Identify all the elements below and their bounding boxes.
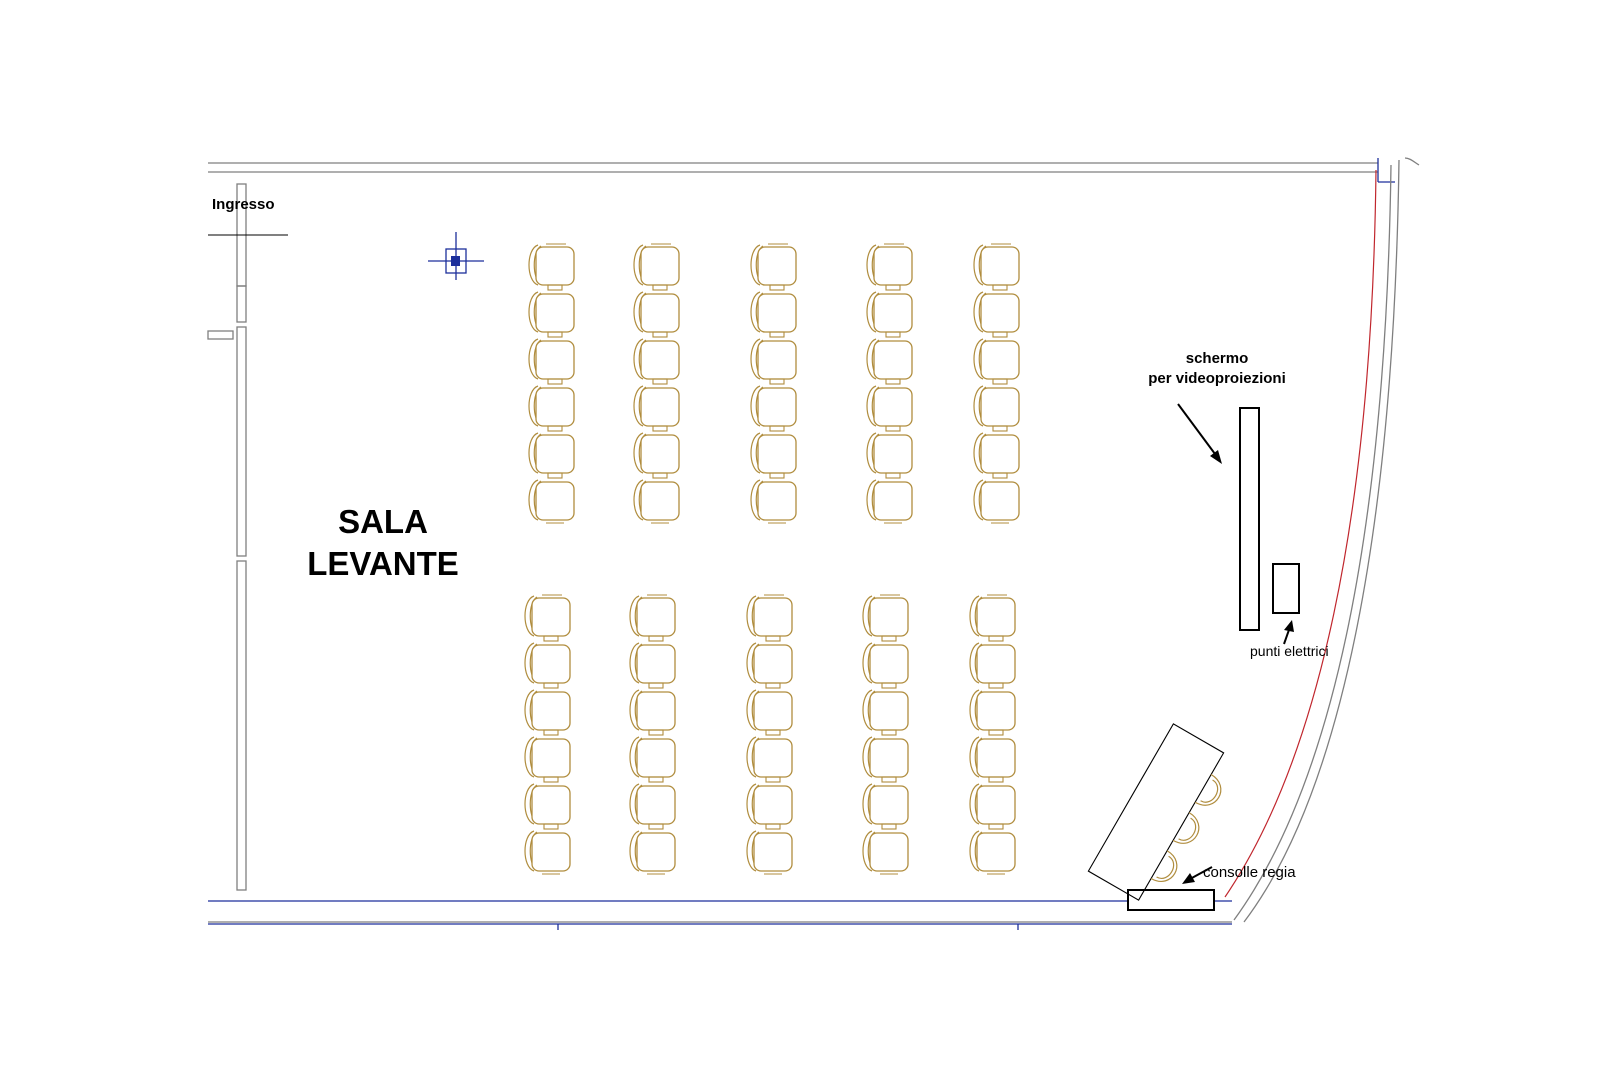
chair-icon <box>524 830 571 875</box>
chair-icon <box>528 338 575 385</box>
chair-icon <box>746 594 793 642</box>
console-desk <box>1087 723 1225 901</box>
curved-right-wall <box>1224 157 1420 923</box>
chair-icon <box>862 642 909 689</box>
chair-icon <box>746 736 793 783</box>
chair-icon <box>862 736 909 783</box>
chair-icon <box>629 642 676 689</box>
bottom-wall <box>208 900 1232 930</box>
chair-icon <box>969 594 1016 642</box>
chair-icon <box>750 432 797 479</box>
chair-icon <box>973 291 1020 338</box>
chair-icon <box>750 479 797 524</box>
chair-icon <box>629 594 676 642</box>
chair-icon <box>862 689 909 736</box>
chair-icon <box>973 385 1020 432</box>
room-name-line2: LEVANTE <box>307 545 459 582</box>
chair-icon <box>633 243 680 291</box>
chair-icon <box>633 291 680 338</box>
screen-label-line1: schermo <box>1186 350 1249 367</box>
chair-icon <box>629 830 676 875</box>
chair-icon <box>528 432 575 479</box>
chair-icon <box>746 783 793 830</box>
room-name-line1: SALA <box>338 503 428 540</box>
console-chair-icon <box>1194 774 1222 806</box>
chair-icon <box>969 642 1016 689</box>
power-label: punti elettrici <box>1250 643 1329 659</box>
chair-icon <box>750 243 797 291</box>
power-outlet-box <box>1272 563 1300 614</box>
chair-icon <box>528 291 575 338</box>
chair-icon <box>969 689 1016 736</box>
chair-icon <box>746 689 793 736</box>
chair-icon <box>629 736 676 783</box>
chair-icon <box>866 432 913 479</box>
console-label: consolle regia <box>1203 864 1296 881</box>
chair-icon <box>862 594 909 642</box>
chair-icon <box>524 736 571 783</box>
seating-area <box>524 243 1020 875</box>
chair-icon <box>746 830 793 875</box>
chair-icon <box>750 338 797 385</box>
chair-icon <box>973 338 1020 385</box>
chair-icon <box>750 385 797 432</box>
console-chair-icon <box>1150 850 1178 882</box>
chair-icon <box>969 736 1016 783</box>
crosshair-marker-icon <box>428 232 484 280</box>
chair-icon <box>528 385 575 432</box>
control-console <box>1127 889 1215 911</box>
chair-icon <box>524 689 571 736</box>
projection-screen <box>1239 407 1260 631</box>
entrance-label: Ingresso <box>212 196 275 213</box>
screen-arrow-icon <box>1177 403 1222 464</box>
power-arrow-icon <box>1283 620 1294 645</box>
chair-icon <box>528 479 575 524</box>
chair-icon <box>524 783 571 830</box>
chair-icon <box>629 783 676 830</box>
chair-icon <box>862 783 909 830</box>
chair-icon <box>746 642 793 689</box>
chair-icon <box>633 338 680 385</box>
console-arrow-icon <box>1182 866 1213 884</box>
chair-icon <box>866 479 913 524</box>
top-wall <box>208 158 1395 183</box>
chair-icon <box>969 830 1016 875</box>
chair-icon <box>973 479 1020 524</box>
screen-label-line2: per videoproiezioni <box>1148 370 1286 387</box>
chair-icon <box>866 243 913 291</box>
chair-icon <box>862 830 909 875</box>
chair-icon <box>866 385 913 432</box>
chair-icon <box>633 385 680 432</box>
chair-icon <box>973 243 1020 291</box>
left-wall <box>207 183 288 891</box>
chair-icon <box>750 291 797 338</box>
chair-icon <box>524 594 571 642</box>
chair-icon <box>969 783 1016 830</box>
chair-icon <box>633 432 680 479</box>
chair-icon <box>866 291 913 338</box>
chair-icon <box>973 432 1020 479</box>
chair-icon <box>866 338 913 385</box>
chair-icon <box>629 689 676 736</box>
console-chair-icon <box>1172 812 1200 844</box>
chair-icon <box>633 479 680 524</box>
chair-icon <box>528 243 575 291</box>
chair-icon <box>524 642 571 689</box>
